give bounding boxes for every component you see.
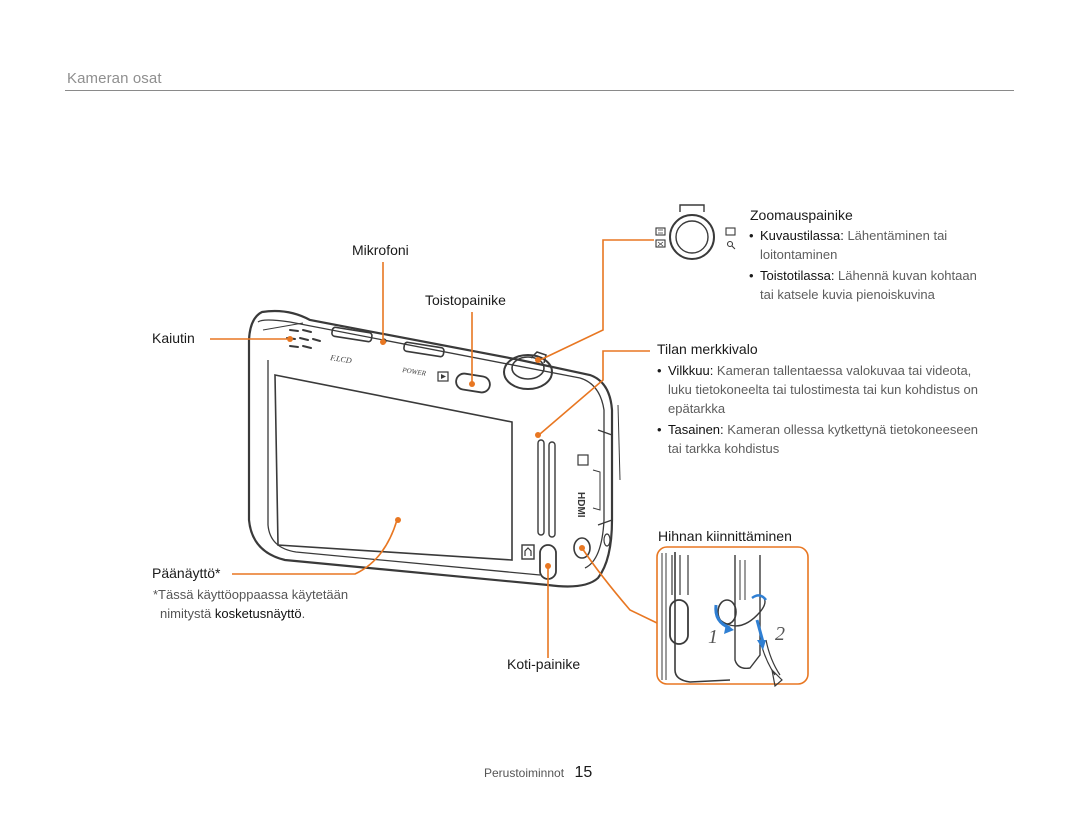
footer-section-name: Perustoiminnot [484, 766, 565, 780]
status-light-heading: Tilan merkkivalo [657, 341, 758, 357]
footnote-line-2: nimitystä kosketusnäyttö. [160, 606, 306, 621]
section-title: Kameran osat [67, 70, 162, 87]
status-bullet-2: •Tasainen: Kameran ollessa kytkettynä ti… [657, 422, 979, 456]
footnote-line-1: *Tässä käyttöoppaassa käytetään [153, 587, 349, 602]
strap-step-1: 1 [708, 626, 718, 648]
label-mikrofoni: Mikrofoni [352, 242, 409, 258]
power-mark: POWER [401, 366, 427, 378]
header-divider [65, 90, 1014, 91]
label-toistopainike: Toistopainike [425, 292, 506, 308]
label-koti-painike: Koti-painike [507, 656, 581, 672]
top-slots [331, 326, 445, 358]
shutter-button [503, 351, 553, 390]
zoom-heading: Zoomauspainike [750, 207, 853, 223]
callout-dots [287, 336, 585, 569]
hdmi-mark: HDMI [575, 492, 586, 518]
label-hihnan: Hihnan kiinnittäminen [658, 528, 792, 544]
label-kaiutin: Kaiutin [152, 330, 195, 346]
status-bullet-1: •Vilkkuu: Kameran tallentaessa valokuvaa… [657, 363, 979, 416]
strap-step-2: 2 [775, 623, 785, 645]
label-paanaytto: Päänäyttö* [152, 565, 221, 581]
zoom-bullet-2: •Toistotilassa: Lähennä kuvan kohtaan ta… [749, 268, 977, 302]
camera-body [247, 309, 621, 588]
callout-lines [210, 239, 658, 658]
zoom-lever-detail [655, 204, 736, 260]
strap-inset [656, 546, 809, 688]
play-button-shape [437, 371, 491, 394]
side-strips [537, 439, 556, 538]
flcd-mark: F.LCD [329, 353, 353, 365]
page-footer: Perustoiminnot 15 [484, 764, 592, 782]
strap-lug [573, 454, 611, 559]
page-number: 15 [574, 764, 593, 781]
zoom-bullet-1: •Kuvaustilassa: Lähentäminen tai loitont… [749, 228, 948, 262]
